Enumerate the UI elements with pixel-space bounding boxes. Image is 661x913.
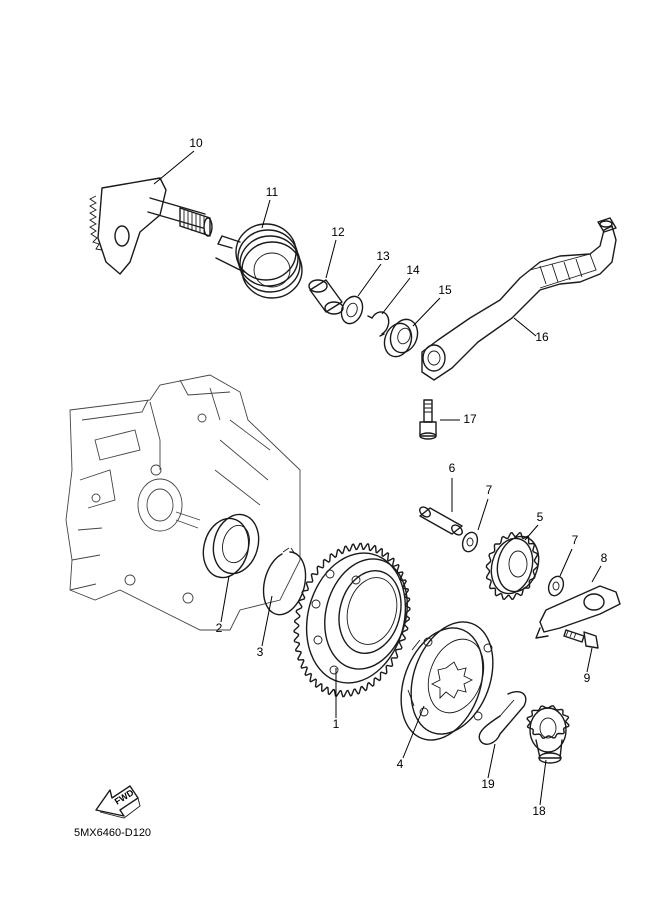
callout-number-1: 1 [333,717,340,731]
idler-gear-part-5 [485,532,540,600]
leader-line-3 [261,595,273,647]
plate-part-8 [535,585,621,639]
callout-number-18: 18 [532,804,546,818]
gear5-teeth-outline [485,532,539,600]
leader-line-13 [357,263,382,297]
kick-lever-part-16 [421,217,617,381]
bolt-part-17 [419,399,437,440]
callout-number-9: 9 [584,671,591,685]
callout-number-2: 2 [216,621,223,635]
callout-number-10: 10 [189,136,203,150]
clip-part-19 [478,690,527,745]
starter-gear-part-1 [293,542,411,698]
leader-line-9 [586,647,593,673]
leader-line-8 [591,565,602,583]
circlip-part-3 [262,547,307,616]
leader-line-18 [539,759,547,806]
washer-part-7b [547,575,565,597]
leader-line-2 [220,575,230,623]
callout-number-19: 19 [481,777,495,791]
washer-part-13 [340,295,364,325]
leader-line-7a [477,498,489,531]
leader-line-5 [524,524,539,541]
callout-number-16: 16 [535,330,549,344]
callout-number-7b: 7 [572,533,579,547]
callout-number-6: 6 [449,461,456,475]
callout-number-15: 15 [438,283,452,297]
leader-line-10 [153,150,195,185]
callout-number-8: 8 [601,551,608,565]
callout-number-12: 12 [331,225,345,239]
callout-number-4: 4 [397,757,404,771]
leader-line-15 [412,297,441,327]
bolt-part-9 [563,629,599,649]
callout-number-14: 14 [406,263,420,277]
callout-number-3: 3 [257,645,264,659]
callout-number-5: 5 [537,510,544,524]
callout-number-13: 13 [376,249,390,263]
crankcase-housing [65,374,301,631]
leader-line-14 [381,277,411,315]
spring-part-11 [215,223,303,299]
leader-line-11 [261,199,271,229]
leader-line-4 [402,705,425,759]
clutch-part-4 [400,621,494,741]
collar-part-12 [308,279,344,315]
leader-line-7b [559,548,573,577]
leader-line-19 [487,743,496,779]
callout-number-11: 11 [266,185,279,199]
callout-number-7a: 7 [486,483,493,497]
shaft-part-6 [419,506,463,536]
oil-seal-part-15 [383,318,419,358]
kick-shaft-part-10 [89,177,213,275]
gear18-teeth-outline [526,705,570,739]
circlip-part-14 [367,311,390,337]
fwd-arrow-icon: FWD [95,785,141,819]
leader-line-16 [513,317,537,337]
diagram-code: 5MX6460-D120 [74,827,151,839]
callout-number-17: 17 [463,412,477,426]
oil-seal-part-2 [202,513,260,579]
drive-gear-part-18 [526,705,570,764]
leader-line-12 [325,239,337,279]
washer-part-7a [461,531,479,553]
